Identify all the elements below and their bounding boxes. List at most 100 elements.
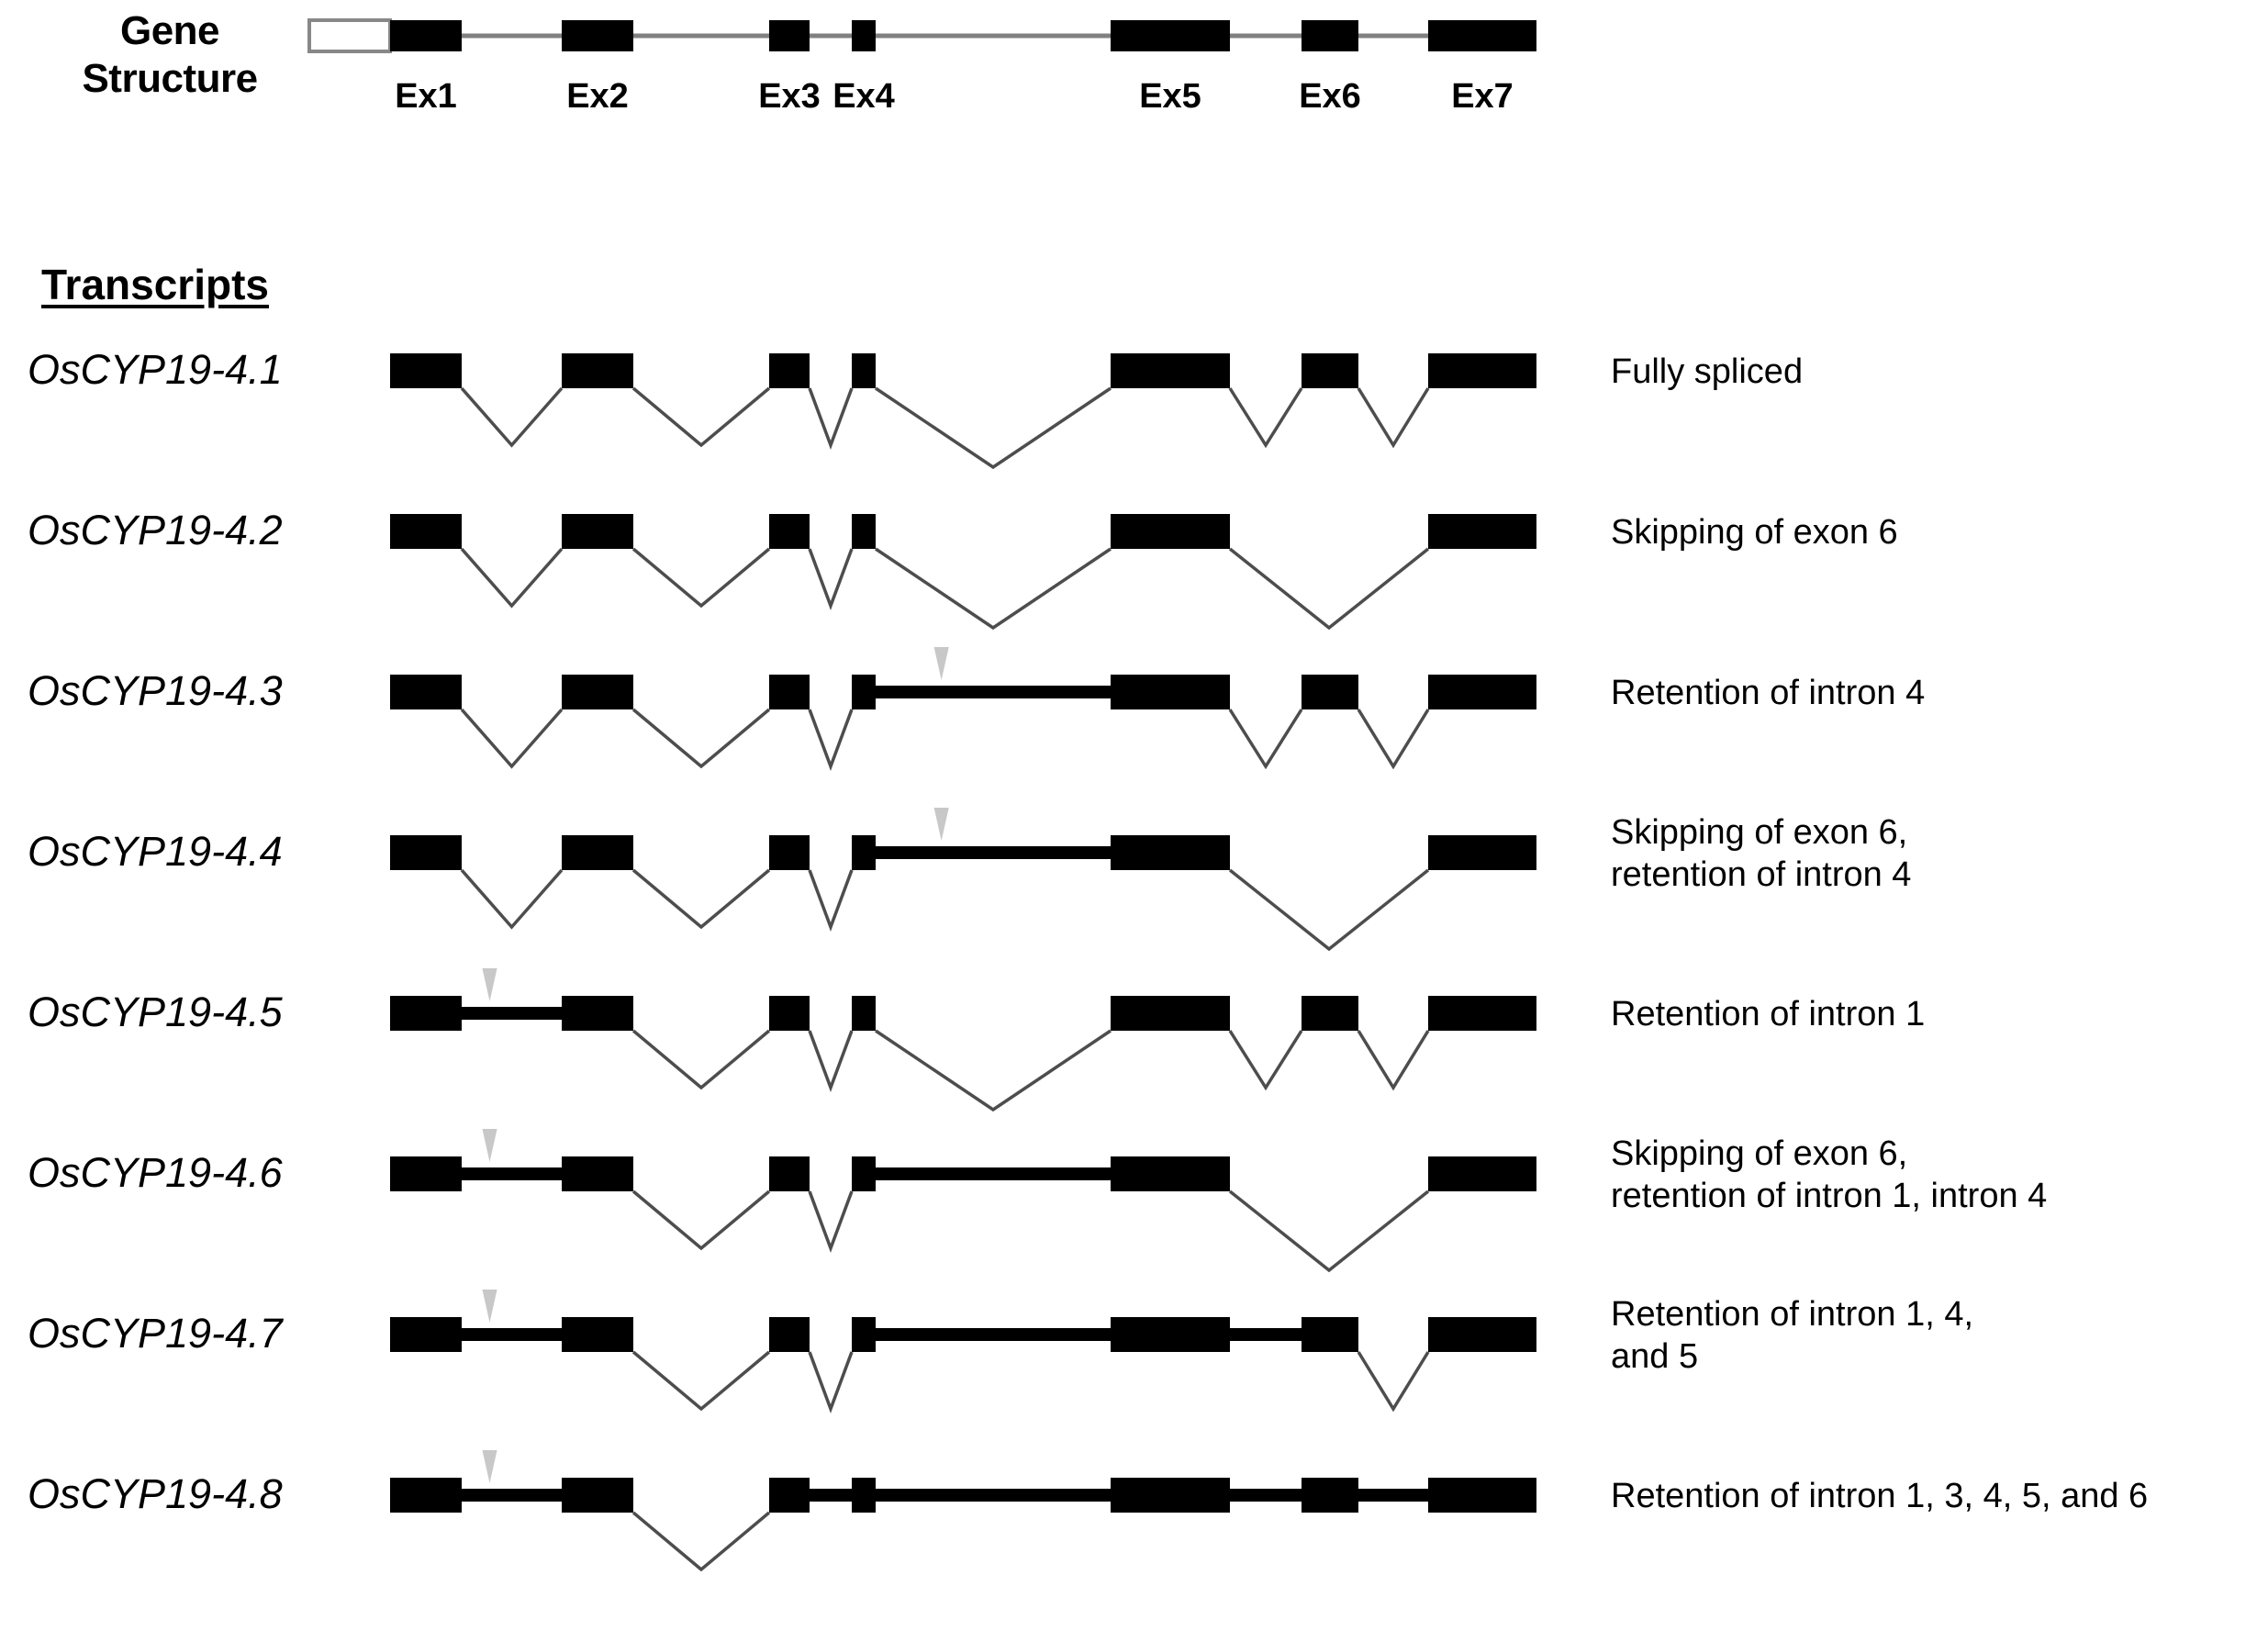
- gene-exon-box-2: [562, 20, 633, 51]
- retention-triangle-icon-intron-1: [482, 1450, 497, 1483]
- spliced-intron-line-3: [808, 709, 854, 772]
- transcript-description-line: Skipping of exon 6,: [1611, 1134, 1908, 1173]
- transcript-exon-box-2: [562, 514, 633, 549]
- exon-label-2: Ex2: [566, 77, 629, 116]
- transcript-row: OsCYP19-4.2 Skipping of exon 6: [0, 486, 2268, 647]
- gene-utr-box: [307, 18, 392, 53]
- spliced-intron-line-3: [808, 869, 854, 933]
- transcript-row: OsCYP19-4.4 Skipping of exon 6,retention …: [0, 808, 2268, 968]
- transcript-description: Retention of intron 1: [1611, 993, 2253, 1035]
- transcript-description-line: Retention of intron 1, 4,: [1611, 1295, 1974, 1334]
- transcript-name: OsCYP19-4.8: [28, 1470, 283, 1517]
- gene-exon-box-7: [1428, 20, 1536, 51]
- transcript-description-line: Skipping of exon 6: [1611, 513, 1898, 552]
- spliced-intron-line-2: [631, 1350, 771, 1412]
- transcript-track: [390, 968, 1536, 1112]
- transcript-exon-box-3: [769, 1317, 810, 1352]
- spliced-intron-line-4: [875, 386, 1112, 470]
- spliced-intron-line-2: [631, 1190, 771, 1251]
- transcript-exon-box-7: [1428, 353, 1536, 388]
- spliced-intron-line-2: [631, 1029, 771, 1090]
- transcript-description-line: retention of intron 4: [1611, 855, 1912, 894]
- transcript-exon-box-3: [769, 1478, 810, 1513]
- exon-label-1: Ex1: [395, 77, 457, 116]
- transcript-exon-box-3: [769, 514, 810, 549]
- spliced-intron-line-2: [631, 547, 771, 609]
- transcript-exon-box-4: [852, 1317, 876, 1352]
- transcript-exon-box-1: [390, 1156, 462, 1191]
- transcript-exon-box-5: [1111, 996, 1230, 1031]
- gene-exon-box-6: [1302, 20, 1358, 51]
- retained-intron-bar-4: [876, 1489, 1111, 1502]
- retained-intron-bar-1: [462, 1328, 562, 1341]
- transcript-description: Skipping of exon 6,retention of intron 4: [1611, 811, 2253, 896]
- transcript-exon-box-7: [1428, 1478, 1536, 1513]
- spliced-intron-line-2: [631, 386, 771, 448]
- transcript-name: OsCYP19-4.4: [28, 828, 283, 875]
- retention-triangle-icon-intron-1: [482, 968, 497, 1001]
- exon-label-5: Ex5: [1139, 77, 1201, 116]
- spliced-intron-line-4: [875, 547, 1112, 631]
- transcript-name: OsCYP19-4.7: [28, 1310, 283, 1357]
- retention-triangle-icon-intron-4: [933, 808, 949, 841]
- transcript-description-line: Skipping of exon 6,: [1611, 813, 1908, 852]
- transcript-description-line: Retention of intron 1, 3, 4, 5, and 6: [1611, 1477, 2149, 1515]
- transcript-exon-box-2: [562, 1478, 633, 1513]
- transcript-row: OsCYP19-4.8 Retention of intron 1, 3, 4, …: [0, 1450, 2268, 1611]
- transcript-exon-box-4: [852, 1156, 876, 1191]
- transcript-exon-box-6: [1302, 1478, 1358, 1513]
- transcript-exon-box-5: [1111, 1317, 1230, 1352]
- retained-intron-bar-4: [876, 1167, 1111, 1180]
- retained-intron-bar-5: [1230, 1489, 1302, 1502]
- transcript-exon-box-1: [390, 514, 462, 549]
- transcript-track: [390, 514, 1536, 631]
- exon-label-7: Ex7: [1451, 77, 1514, 116]
- exon-label-6: Ex6: [1299, 77, 1361, 116]
- transcript-description: Retention of intron 1, 4,and 5: [1611, 1293, 2253, 1378]
- spliced-intron-line-2: [631, 1511, 771, 1572]
- transcript-description-line: retention of intron 1, intron 4: [1611, 1177, 2048, 1215]
- transcript-description: Retention of intron 1, 3, 4, 5, and 6: [1611, 1475, 2253, 1517]
- transcript-exon-box-1: [390, 1317, 462, 1352]
- retention-triangle-icon-intron-1: [482, 1290, 497, 1323]
- exon-label-3: Ex3: [758, 77, 821, 116]
- transcript-name: OsCYP19-4.6: [28, 1149, 283, 1196]
- retained-intron-bar-4: [876, 1328, 1111, 1341]
- transcript-exon-box-4: [852, 835, 876, 870]
- retained-intron-bar-5: [1230, 1328, 1302, 1341]
- transcript-description: Skipping of exon 6, retention of intron 1…: [1611, 1133, 2253, 1217]
- transcript-track: [390, 1450, 1536, 1572]
- transcript-description: Retention of intron 4: [1611, 672, 2253, 714]
- transcript-exon-box-6: [1302, 1317, 1358, 1352]
- transcript-name: OsCYP19-4.2: [28, 507, 283, 553]
- gene-exon-box-1: [390, 20, 462, 51]
- transcript-exon-box-5: [1111, 1156, 1230, 1191]
- transcript-track: [390, 808, 1536, 952]
- transcript-exon-box-5: [1111, 835, 1230, 870]
- transcript-track: [390, 1129, 1536, 1273]
- transcript-description: Skipping of exon 6: [1611, 511, 2253, 553]
- transcript-exon-box-1: [390, 835, 462, 870]
- transcript-exon-box-7: [1428, 996, 1536, 1031]
- transcript-exon-box-3: [769, 835, 810, 870]
- gene-exon-box-5: [1111, 20, 1230, 51]
- transcript-exon-box-7: [1428, 514, 1536, 549]
- spliced-intron-line-3: [808, 1190, 854, 1254]
- gene-structure-diagram: [307, 18, 1536, 53]
- transcript-name: OsCYP19-4.1: [28, 346, 283, 393]
- spliced-intron-line-6: [1357, 1351, 1430, 1413]
- transcript-exon-box-2: [562, 675, 633, 709]
- retained-intron-bar-1: [462, 1167, 562, 1180]
- transcript-exon-box-5: [1111, 514, 1230, 549]
- retained-intron-bar-1: [462, 1489, 562, 1502]
- transcript-track: [390, 1290, 1536, 1414]
- retained-intron-bar-3: [810, 1489, 852, 1502]
- transcript-track: [390, 647, 1536, 772]
- retained-intron-bar-6: [1358, 1489, 1428, 1502]
- transcript-exon-box-7: [1428, 1156, 1536, 1191]
- gene-exon-box-3: [769, 20, 810, 51]
- transcript-exon-box-2: [562, 996, 633, 1031]
- transcript-exon-box-1: [390, 353, 462, 388]
